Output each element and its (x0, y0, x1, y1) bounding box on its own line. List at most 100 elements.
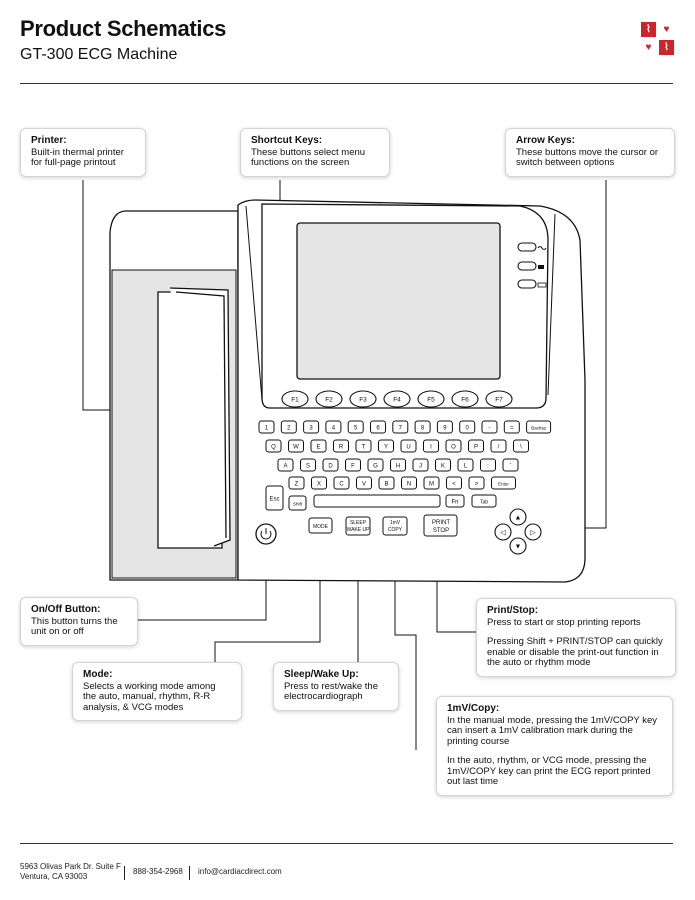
key-t: T (355, 439, 372, 453)
function-key-f6: F6 (451, 390, 479, 408)
display-screen (296, 222, 501, 380)
function-key-label: F7 (495, 397, 503, 404)
key-s: S (300, 458, 316, 472)
callout-heading: Sleep/Wake Up: (284, 669, 359, 680)
key-z: Z (288, 476, 305, 490)
key-z-label: Z (295, 482, 299, 488)
key-stop-label: STOP (433, 528, 449, 534)
function-key-label: F3 (359, 397, 367, 404)
key-2-label: 2 (287, 426, 291, 432)
header-divider (20, 83, 673, 84)
key-copy-label: COPY (388, 527, 403, 533)
key--label: < (452, 482, 456, 488)
footer-divider (20, 843, 673, 844)
function-key-label: F2 (325, 397, 333, 404)
key--label: \ (520, 445, 522, 451)
key-e: E (310, 439, 327, 453)
key-4: 4 (325, 420, 342, 434)
callout-heading: Mode: (83, 669, 113, 680)
callout-body: Press to rest/wake the electrocardiograp… (284, 680, 378, 702)
callout-on-off: On/Off Button: This button turns the uni… (20, 597, 138, 646)
key-shift-label: Shift (293, 502, 303, 507)
key-j: J (412, 458, 429, 472)
key-print-label: PRINT (432, 520, 450, 526)
key-m: M (423, 476, 440, 490)
function-key-f4: F4 (383, 390, 411, 408)
key-u: U (400, 439, 417, 453)
key-o: O (445, 439, 462, 453)
callout-print-stop: Print/Stop: Press to start or stop print… (476, 598, 676, 677)
key-backsp: Backsp (526, 420, 552, 434)
key-: \ (513, 439, 529, 453)
footer-phone: 888-354-2968 (133, 867, 183, 876)
arrow-key-right: ▷ (524, 523, 542, 541)
arrow-key-up: ▲ (509, 508, 527, 526)
key-print-stop: PRINT STOP (423, 514, 458, 537)
key-n: N (401, 476, 417, 490)
key-p-label: P (474, 445, 478, 451)
callout-body: In the auto, rhythm, or VCG mode, pressi… (447, 755, 651, 787)
key-b: B (378, 476, 395, 490)
key-g-label: G (373, 464, 378, 470)
key-l-label: L (464, 464, 468, 470)
key-k-label: K (441, 464, 445, 470)
key-fn-label: Fn (451, 500, 458, 506)
heart-icon: ♥ (659, 22, 674, 37)
function-key-f3: F3 (349, 390, 377, 408)
arrow-right-icon: ▷ (530, 530, 536, 537)
callout-heading: Printer: (31, 135, 67, 146)
key-0-label: 0 (466, 426, 470, 432)
key-d-label: D (328, 464, 333, 470)
key-w: W (288, 439, 304, 453)
arrow-up-icon: ▲ (515, 515, 522, 522)
key-t-label: T (362, 445, 366, 451)
address-line-2: Ventura, CA 93003 (20, 872, 88, 881)
key-wakeup-label: WAKE UP (347, 527, 371, 533)
key--label: : (487, 464, 489, 470)
key-fn: Fn (445, 494, 465, 508)
key-space (313, 494, 441, 508)
callout-body: Built-in thermal printer for full-page p… (31, 146, 124, 168)
key-: < (446, 476, 462, 490)
callout-body: Selects a working mode among the auto, m… (83, 680, 216, 713)
key-v: V (356, 476, 372, 490)
key-5-label: 5 (354, 426, 358, 432)
key-9-label: 9 (443, 426, 447, 432)
key-q-label: Q (271, 445, 276, 451)
callout-body: In the manual mode, pressing the 1mV/COP… (447, 714, 657, 747)
heart-pulse-icon: ⌇ (659, 40, 674, 55)
key-a: A (277, 458, 294, 472)
key-n-label: N (407, 482, 411, 488)
key-backsp-label: Backsp (531, 426, 546, 431)
key-l: L (457, 458, 474, 472)
key-f: F (345, 458, 361, 472)
key-esc: Esc (265, 485, 284, 511)
key--label: / (498, 445, 500, 451)
function-key-label: F6 (461, 397, 469, 404)
function-key-f5: F5 (417, 390, 445, 408)
page-subtitle: GT-300 ECG Machine (20, 46, 178, 63)
key-q: Q (265, 439, 282, 453)
callout-body: These buttons select menu functions on t… (251, 146, 366, 168)
heart-icon: ♥ (641, 40, 656, 55)
key-a-label: A (283, 464, 287, 470)
key-: ' (502, 458, 519, 472)
arrow-left-icon: ◁ (500, 530, 506, 537)
key-8: 8 (414, 420, 431, 434)
key-mode-label: MODE (313, 524, 329, 530)
key--label: - (489, 426, 491, 432)
key-5: 5 (347, 420, 364, 434)
key-enter: Enter (491, 476, 516, 490)
callout-sleep-wake: Sleep/Wake Up: Press to rest/wake the el… (273, 662, 399, 711)
footer-email[interactable]: info@cardiacdirect.com (198, 867, 282, 876)
key-g: G (367, 458, 384, 472)
key-h: H (390, 458, 406, 472)
key-: / (490, 439, 507, 453)
key-d: D (322, 458, 339, 472)
key-c-label: C (339, 482, 344, 488)
key-y: Y (378, 439, 394, 453)
